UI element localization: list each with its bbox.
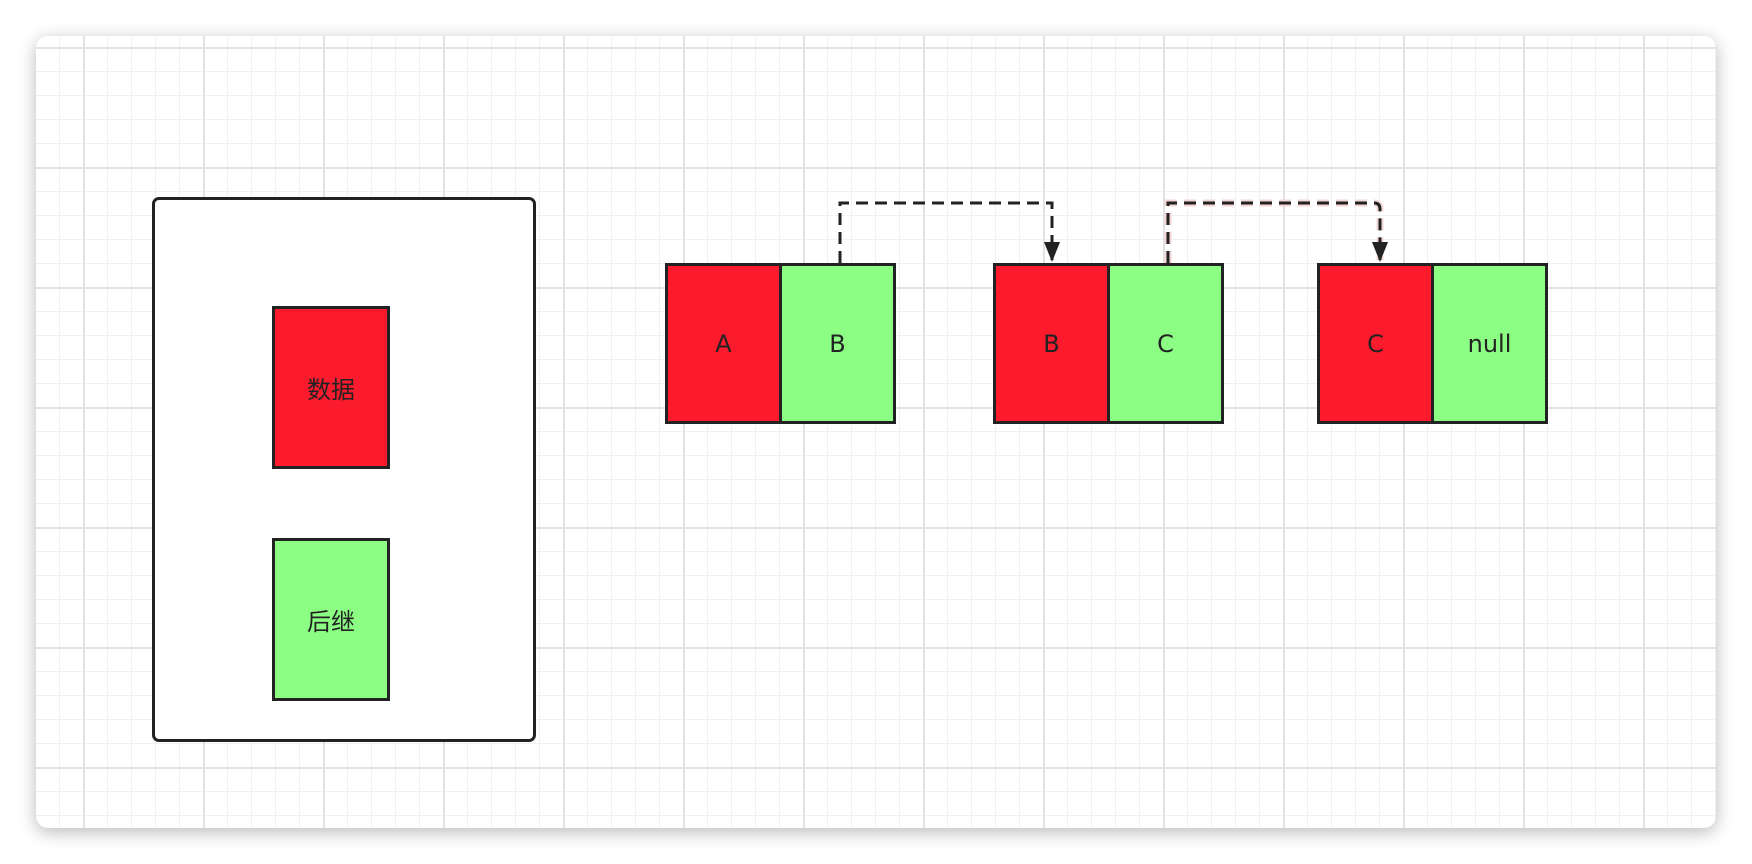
- node-1-next-label: B: [829, 329, 846, 358]
- node-2-data-cell: B: [993, 263, 1110, 424]
- node-2-data-label: B: [1043, 329, 1060, 358]
- node-2-next-cell: C: [1107, 263, 1224, 424]
- node-3-next-label: null: [1467, 329, 1512, 358]
- diagram-canvas: 数据 后继 A B B C C null: [36, 36, 1716, 828]
- legend-successor-cell: 后继: [272, 538, 390, 701]
- arrow-node-2-to-node-3: [1166, 201, 1382, 263]
- arrowhead-node-3: [1372, 242, 1388, 262]
- node-2-next-label: C: [1157, 329, 1174, 358]
- node-3-data-label: C: [1367, 329, 1384, 358]
- node-3-next-cell: null: [1431, 263, 1548, 424]
- legend-data-cell: 数据: [272, 306, 390, 469]
- arrow-node-1-to-node-2: [838, 201, 1054, 263]
- legend-data-label: 数据: [307, 376, 355, 404]
- arrowhead-node-2: [1044, 242, 1060, 262]
- node-1-data-cell: A: [665, 263, 782, 424]
- legend-panel: 数据 后继: [152, 197, 536, 742]
- node-1-data-label: A: [715, 329, 732, 358]
- legend-successor-label: 后继: [307, 608, 355, 636]
- node-3-data-cell: C: [1317, 263, 1434, 424]
- arrow-node-2-to-node-3-highlight: [1164, 199, 1384, 263]
- node-1-next-cell: B: [779, 263, 896, 424]
